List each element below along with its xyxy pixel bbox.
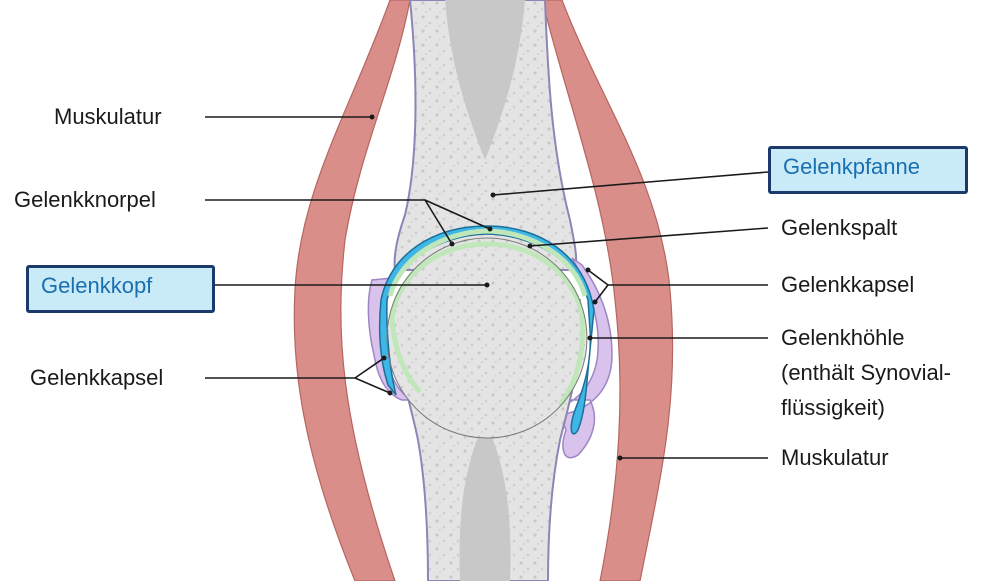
label-gelenkspalt: Gelenkspalt bbox=[781, 215, 897, 241]
label-gelenkhoehle-line3: flüssigkeit) bbox=[781, 395, 885, 421]
label-gelenkknorpel: Gelenkknorpel bbox=[14, 187, 156, 213]
label-gelenkhoehle-line2: (enthält Synovial- bbox=[781, 360, 951, 386]
label-gelenkkopf: Gelenkkopf bbox=[26, 265, 215, 313]
label-muskulatur-top: Muskulatur bbox=[54, 104, 162, 130]
label-gelenkpfanne: Gelenkpfanne bbox=[768, 146, 968, 194]
label-muskulatur-bottom: Muskulatur bbox=[781, 445, 889, 471]
label-gelenkkapsel-right: Gelenkkapsel bbox=[781, 272, 914, 298]
label-gelenkkapsel-left: Gelenkkapsel bbox=[30, 365, 163, 391]
label-gelenkhoehle-line1: Gelenkhöhle bbox=[781, 325, 905, 351]
